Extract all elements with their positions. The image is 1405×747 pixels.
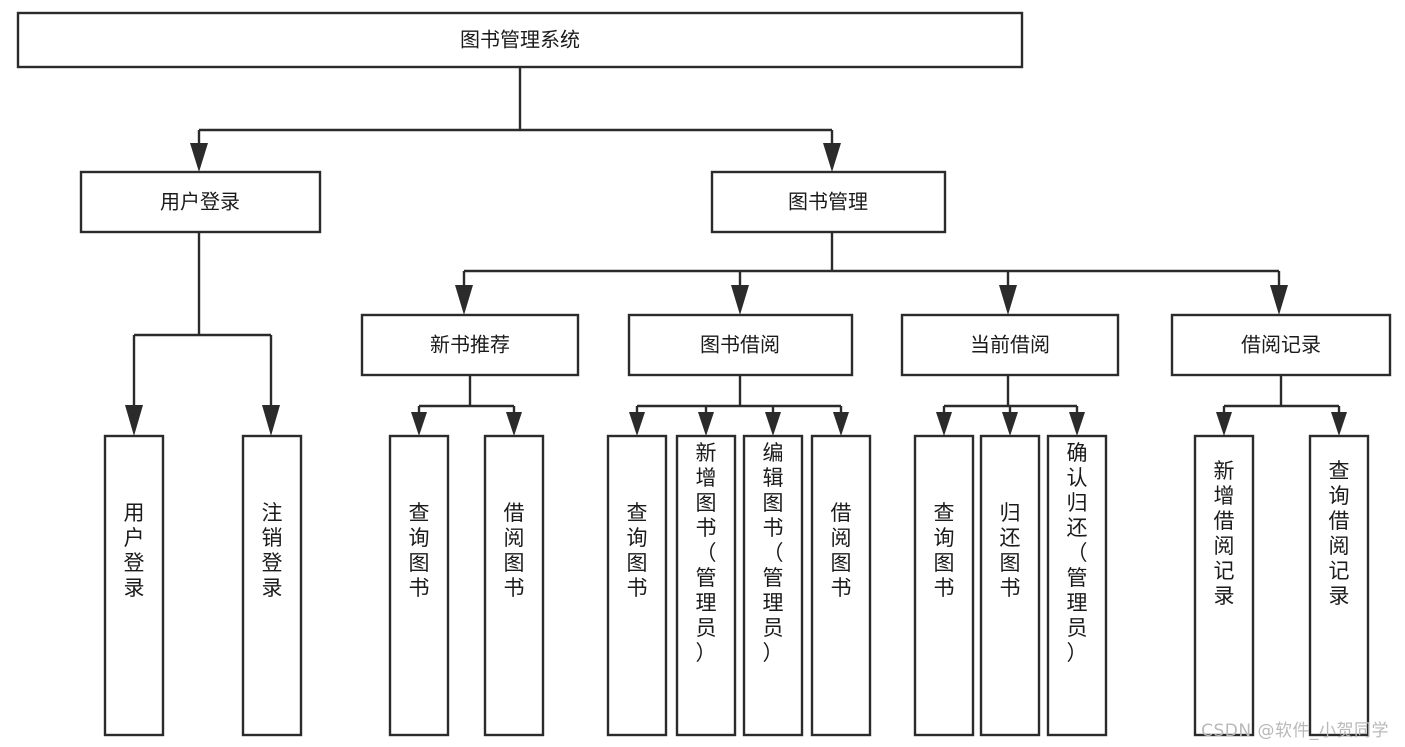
leaf-nb-query-book[interactable]: 查询图书 [388, 434, 450, 737]
leaf-logout-box[interactable] [241, 434, 303, 737]
leaf-nb-query-book-box[interactable] [388, 434, 450, 737]
node-user-login-label: 用户登录 [160, 190, 240, 214]
node-user-login-box[interactable] [79, 170, 322, 234]
leaf-nb-borrow-book-box[interactable] [483, 434, 545, 737]
node-borrow-record[interactable]: 借阅记录 [1170, 313, 1392, 377]
leaf-bb-edit-book-label: 编辑图书（管理员） [763, 441, 784, 665]
node-root-box[interactable] [16, 11, 1024, 69]
leaf-nb-query-book-label: 查询图书 [409, 501, 430, 600]
node-new-book-recommend[interactable]: 新书推荐 [360, 313, 580, 377]
leaf-logout-label: 注销登录 [262, 501, 283, 600]
leaf-bb-borrow-book[interactable]: 借阅图书 [810, 434, 872, 737]
node-borrow-record-box[interactable] [1170, 313, 1392, 377]
leaf-user-login-box[interactable] [103, 434, 165, 737]
leaf-cb-confirm-return-label: 确认归还（管理员） [1067, 441, 1088, 665]
node-book-management-label: 图书管理 [788, 190, 868, 214]
csdn-watermark: CSDN @软件_小贺同学 [1201, 721, 1389, 741]
leaf-bb-edit-book-box[interactable] [742, 434, 804, 737]
arrow-head-book-mgmt [823, 143, 841, 172]
leaf-cb-confirm-return-box[interactable] [1046, 434, 1108, 737]
node-new-book-recommend-box[interactable] [360, 313, 580, 377]
arrow-head-bb-add-book [698, 412, 714, 436]
arrow-head-borrow-record [1270, 285, 1288, 315]
node-book-borrow-label: 图书借阅 [700, 333, 780, 357]
arrow-head-nb-borrow-book [506, 412, 522, 436]
arrow-head-nb-query-book [411, 412, 427, 436]
leaf-cb-return-book[interactable]: 归还图书 [979, 434, 1041, 737]
leaf-bb-add-book[interactable]: 新增图书（管理员） [675, 434, 737, 737]
arrow-head-br-query-record [1331, 412, 1347, 436]
leaf-bb-query-book-box[interactable] [606, 434, 668, 737]
leaf-user-login[interactable]: 用户登录 [103, 434, 165, 737]
arrow-head-cb-confirm-return [1069, 412, 1085, 436]
arrow-head-bb-query-book [629, 412, 645, 436]
node-new-book-recommend-label: 新书推荐 [430, 333, 510, 357]
leaf-bb-borrow-book-box[interactable] [810, 434, 872, 737]
leaf-br-add-record[interactable]: 新增借阅记录 [1193, 434, 1255, 737]
arrow-head-br-add-record [1216, 412, 1232, 436]
leaf-cb-query-book-box[interactable] [913, 434, 975, 737]
node-book-management[interactable]: 图书管理 [710, 170, 947, 234]
connector-layer [125, 67, 1347, 436]
arrow-head-bb-edit-book [765, 412, 781, 436]
leaf-bb-query-book[interactable]: 查询图书 [606, 434, 668, 737]
node-borrow-record-label: 借阅记录 [1241, 333, 1321, 357]
arrow-head-user-login [190, 143, 208, 172]
leaf-br-add-record-box[interactable] [1193, 434, 1255, 737]
leaf-cb-query-book[interactable]: 查询图书 [913, 434, 975, 737]
node-current-borrow[interactable]: 当前借阅 [900, 313, 1120, 377]
node-root-label: 图书管理系统 [460, 28, 580, 52]
node-user-login[interactable]: 用户登录 [79, 170, 322, 234]
arrow-head-cb-query-book [936, 412, 952, 436]
leaf-nb-borrow-book-label: 借阅图书 [504, 501, 525, 600]
leaf-br-query-record[interactable]: 查询借阅记录 [1308, 434, 1370, 737]
leaf-bb-query-book-label: 查询图书 [627, 501, 648, 600]
leaf-cb-return-book-box[interactable] [979, 434, 1041, 737]
node-root-system[interactable]: 图书管理系统 [16, 11, 1024, 69]
arrow-head-leaf-logout [262, 405, 280, 436]
node-book-borrow-box[interactable] [627, 313, 854, 377]
node-current-borrow-label: 当前借阅 [970, 333, 1050, 357]
leaf-nb-borrow-book[interactable]: 借阅图书 [483, 434, 545, 737]
arrow-head-book-borrow [731, 285, 749, 315]
node-current-borrow-box[interactable] [900, 313, 1120, 377]
leaf-br-query-record-label: 查询借阅记录 [1329, 459, 1350, 608]
arrow-head-bb-borrow-book [833, 412, 849, 436]
arrow-head-new-book-rec [455, 285, 473, 315]
arrow-head-cb-return-book [1002, 412, 1018, 436]
leaf-bb-add-book-label: 新增图书（管理员） [696, 441, 717, 665]
arrow-head-leaf-user-login [125, 405, 143, 436]
leaf-bb-edit-book[interactable]: 编辑图书（管理员） [742, 434, 804, 737]
leaf-cb-query-book-label: 查询图书 [934, 501, 955, 600]
leaf-br-add-record-label: 新增借阅记录 [1214, 459, 1235, 608]
leaf-br-query-record-box[interactable] [1308, 434, 1370, 737]
node-book-borrow[interactable]: 图书借阅 [627, 313, 854, 377]
leaf-cb-confirm-return[interactable]: 确认归还（管理员） [1046, 434, 1108, 737]
leaf-user-login-label: 用户登录 [124, 501, 145, 600]
leaf-bb-add-book-box[interactable] [675, 434, 737, 737]
leaf-cb-return-book-label: 归还图书 [1000, 501, 1021, 600]
node-book-management-box[interactable] [710, 170, 947, 234]
arrow-head-current-borrow [999, 285, 1017, 315]
leaf-logout[interactable]: 注销登录 [241, 434, 303, 737]
leaf-bb-borrow-book-label: 借阅图书 [831, 501, 852, 600]
